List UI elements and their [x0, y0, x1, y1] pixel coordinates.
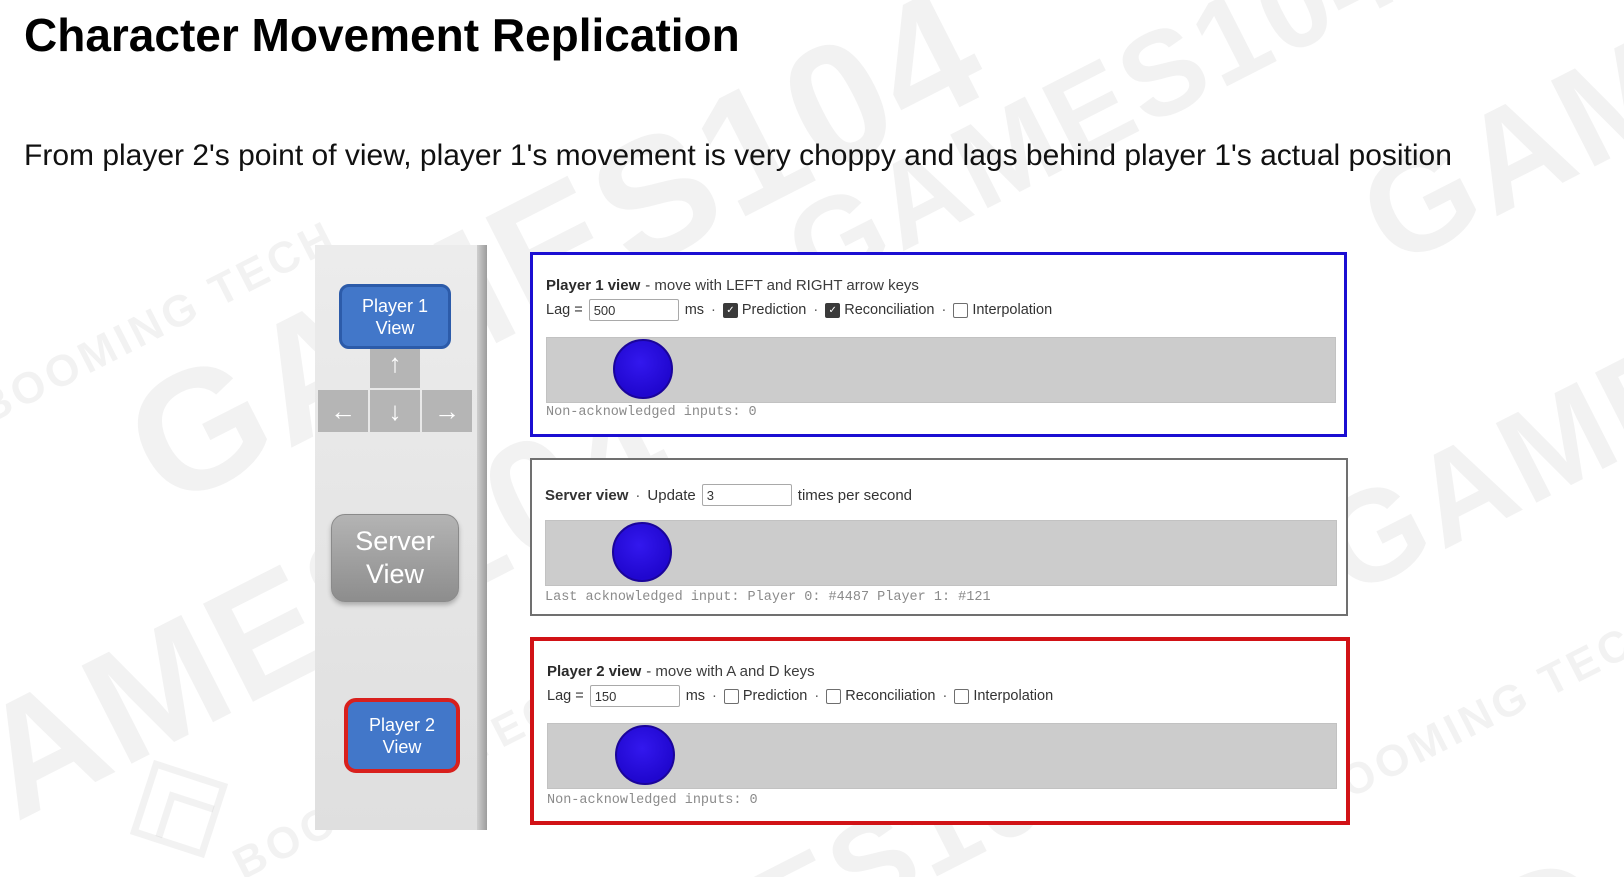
lag-label: Lag = [547, 688, 584, 704]
arrow-key-left[interactable]: ← [318, 390, 368, 432]
player1-view-button-label-line2: View [375, 317, 415, 338]
player1-view-button[interactable]: Player 1 View [339, 284, 451, 349]
separator-dot: · [941, 302, 947, 318]
arrow-key-down[interactable]: ↓ [370, 390, 420, 432]
arrow-right-icon: → [434, 395, 460, 426]
separator-dot: · [635, 486, 641, 504]
prediction-checkbox[interactable]: Prediction [723, 688, 808, 704]
server-view-panel: Server view · Update times per second La… [530, 458, 1348, 616]
server-view-button-label-line1: Server [355, 526, 435, 556]
panel-header: Player 1 view- move with LEFT and RIGHT … [546, 277, 919, 294]
player-ball [615, 725, 675, 785]
checkbox-label: Reconciliation [845, 688, 936, 704]
game-canvas [547, 723, 1337, 789]
panel-header: Player 2 view- move with A and D keys [547, 663, 815, 680]
checkbox-icon [722, 302, 738, 318]
checkbox-label: Interpolation [973, 688, 1054, 704]
separator-dot: · [813, 302, 819, 318]
checkbox-label: Interpolation [972, 302, 1053, 318]
panel-subtitle: - move with LEFT and RIGHT arrow keys [645, 277, 919, 294]
arrow-down-icon: ↓ [388, 395, 402, 426]
player2-view-button-label-line1: Player 2 [368, 714, 436, 735]
lag-unit-label: ms [684, 302, 705, 318]
prediction-checkbox[interactable]: Prediction [722, 302, 807, 318]
separator-dot: · [814, 688, 820, 704]
interpolation-checkbox[interactable]: Interpolation [953, 302, 1052, 318]
player1-view-panel: Player 1 view- move with LEFT and RIGHT … [530, 252, 1347, 437]
player-ball [612, 522, 672, 582]
lag-unit-label: ms [685, 688, 706, 704]
game-canvas [546, 337, 1336, 403]
lag-input[interactable] [589, 685, 680, 707]
lag-input[interactable] [588, 299, 679, 321]
panel-title: Server view [545, 486, 629, 504]
arrow-up-icon: ↑ [388, 347, 402, 378]
player-ball [613, 339, 673, 399]
server-view-button-label-line2: View [365, 559, 425, 589]
update-label: Update [647, 486, 696, 504]
arrow-left-icon: ← [330, 395, 356, 426]
player2-view-panel: Player 2 view- move with A and D keys La… [530, 637, 1350, 825]
checkbox-label: Reconciliation [844, 302, 935, 318]
page-title: Character Movement Replication [24, 9, 740, 61]
checkbox-icon [954, 688, 970, 704]
panel-title: Player 1 view [546, 277, 641, 294]
panel-title: Player 2 view [547, 663, 642, 680]
lag-label: Lag = [546, 302, 583, 318]
server-view-button[interactable]: Server View [331, 514, 459, 602]
player2-view-button-label-line2: View [382, 736, 422, 757]
arrow-key-right[interactable]: → [422, 390, 472, 432]
server-header-row: Server view · Update times per second [545, 484, 912, 506]
checkbox-icon [825, 302, 841, 318]
checkbox-label: Prediction [741, 302, 807, 318]
separator-dot: · [711, 302, 716, 318]
checkbox-label: Prediction [742, 688, 808, 704]
status-text: Non-acknowledged inputs: 0 [547, 793, 758, 808]
checkbox-icon [953, 302, 969, 318]
panel-subtitle: - move with A and D keys [646, 663, 815, 680]
separator-dot: · [942, 688, 948, 704]
player1-view-button-label-line1: Player 1 [361, 295, 429, 316]
separator-dot: · [712, 688, 717, 704]
game-canvas [545, 520, 1337, 586]
update-rate-input[interactable] [701, 484, 792, 506]
checkbox-icon [723, 688, 739, 704]
sidebar-scrollbar[interactable] [477, 245, 487, 830]
interpolation-checkbox[interactable]: Interpolation [954, 688, 1053, 704]
status-text: Last acknowledged input: Player 0: #4487… [545, 590, 991, 605]
update-suffix-label: times per second [797, 486, 913, 504]
checkbox-icon [826, 688, 842, 704]
status-text: Non-acknowledged inputs: 0 [546, 405, 757, 420]
lag-controls-row: Lag = ms · Prediction · Reconciliation ·… [547, 685, 1053, 707]
slide-body-text: From player 2's point of view, player 1'… [24, 139, 1452, 172]
lag-controls-row: Lag = ms · Prediction · Reconciliation ·… [546, 299, 1052, 321]
player2-view-button[interactable]: Player 2 View [344, 698, 460, 773]
reconciliation-checkbox[interactable]: Reconciliation [826, 688, 936, 704]
reconciliation-checkbox[interactable]: Reconciliation [825, 302, 935, 318]
